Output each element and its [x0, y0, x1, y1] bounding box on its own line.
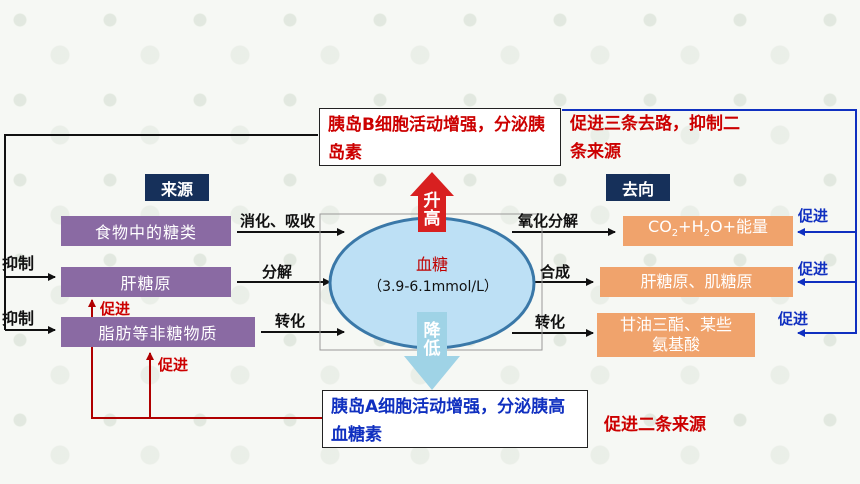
label-inhibit-1: 抑制 — [2, 254, 35, 273]
source-header: 来源 — [145, 174, 209, 201]
dest-triglyceride-aminoacid: 甘油三酯、某些氨基酸 — [597, 313, 755, 357]
top-box: 胰岛B细胞活动增强，分泌胰岛素 — [319, 108, 561, 166]
bottom-box: 胰岛A细胞活动增强，分泌胰高血糖素 — [322, 390, 588, 448]
fall-arrow — [404, 312, 460, 390]
source-food-carbs: 食物中的糖类 — [61, 216, 231, 246]
inhibit-line-1 — [4, 134, 318, 281]
promote-line-blue-3 — [562, 109, 857, 337]
blood-sugar-title: 血糖 — [415, 255, 448, 274]
dest-header: 去向 — [606, 174, 670, 201]
label-promote-blue-3: 促进 — [778, 310, 809, 328]
label-decompose: 分解 — [262, 263, 293, 281]
dest-glycogen: 肝糖原、肌糖原 — [600, 267, 793, 297]
top-right-note: 促进三条去路，抑制二条来源 — [570, 114, 740, 162]
label-promote-red-2: 促进 — [158, 356, 189, 374]
label-convert-out: 转化 — [535, 313, 566, 331]
label-synthesize: 合成 — [540, 263, 571, 281]
source-liver-glycogen: 肝糖原 — [61, 267, 231, 297]
label-oxidize: 氧化分解 — [518, 212, 579, 230]
label-digest-absorb: 消化、吸收 — [240, 212, 316, 230]
rise-arrow — [410, 172, 454, 232]
rise-text: 升高 — [423, 191, 441, 229]
label-promote-blue-1: 促进 — [798, 207, 829, 225]
fall-text: 降低 — [423, 321, 441, 359]
blood-sugar-range: （3.9-6.1mmol/L） — [368, 279, 498, 295]
source-fat-nonsugar: 脂肪等非糖物质 — [61, 317, 255, 347]
label-promote-red-1: 促进 — [100, 300, 131, 318]
bottom-note: 促进二条来源 — [604, 415, 706, 435]
dest-energy: CO2+H2O+能量 — [623, 216, 793, 246]
label-promote-blue-2: 促进 — [798, 260, 829, 278]
label-inhibit-2: 抑制 — [2, 309, 35, 328]
label-convert-in: 转化 — [275, 312, 306, 330]
